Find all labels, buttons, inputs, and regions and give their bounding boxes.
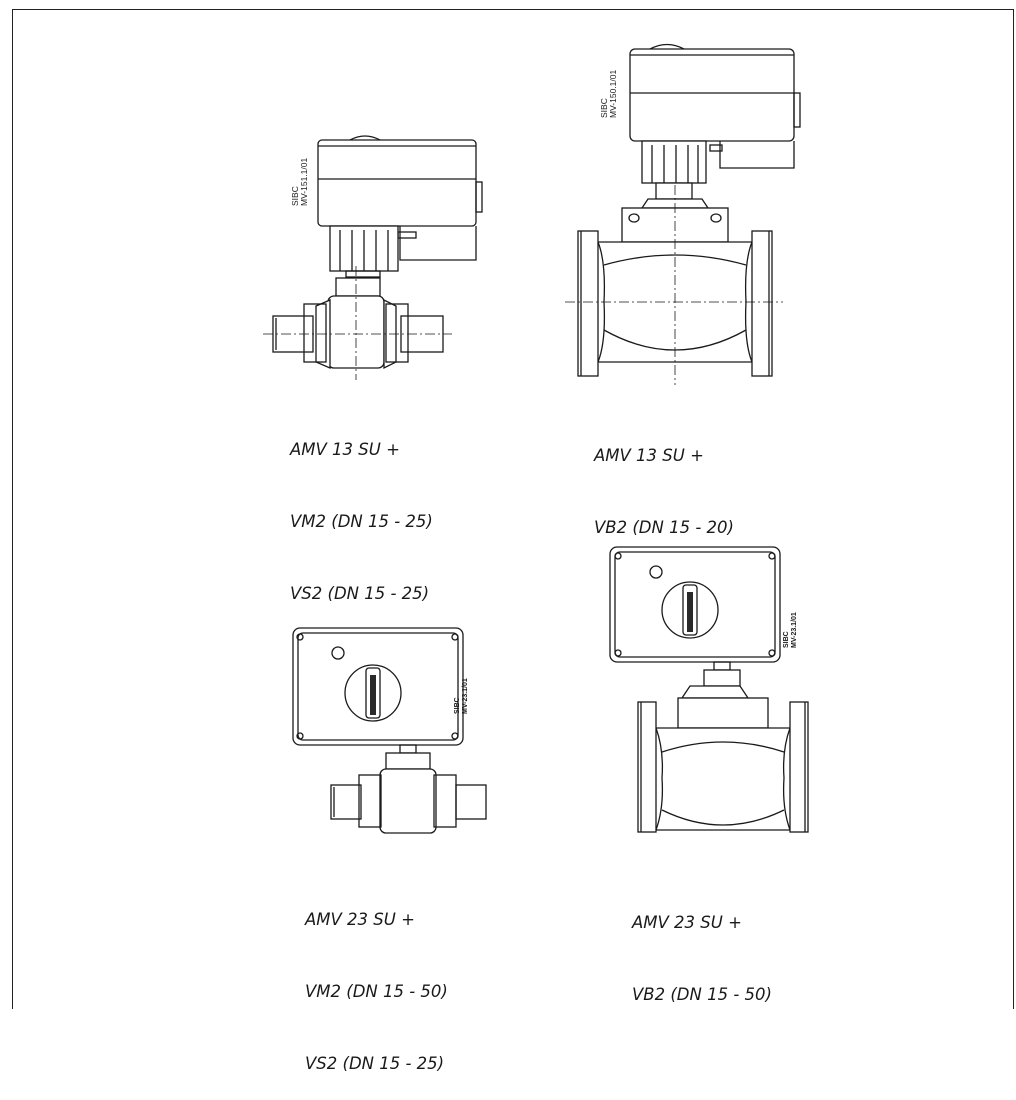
figure-amv13-vb2: SIBC MV-150.1/01 — [565, 43, 801, 385]
caption-amv13-vm2: AMV 13 SU + VM2 (DN 15 - 25) VS2 (DN 15 … — [290, 390, 433, 630]
figure-amv23-vb2: SIBC MV-23.1/01 — [609, 546, 809, 833]
drawing-frame — [12, 9, 1014, 1009]
technical-drawing: SIBC MV-151.1/01 — [263, 43, 809, 834]
caption-line: AMV 13 SU + — [290, 440, 400, 459]
figure1-stamp-line1: SIBC — [290, 186, 300, 206]
figure4-stamp-line2: MV-23.1/01 — [791, 612, 798, 648]
actuator-cap — [349, 135, 381, 141]
caption-line: VS2 (DN 15 - 25) — [290, 584, 430, 603]
actuator-body — [317, 139, 477, 227]
caption-line: VB2 (DN 15 - 20) — [594, 518, 734, 537]
led-indicator — [331, 646, 345, 660]
figure2-stamp-line1: SIBC — [599, 98, 609, 118]
figure2-stamp-line2: MV-150.1/01 — [608, 70, 618, 118]
figure-amv13-vm2: SIBC MV-151.1/01 — [263, 135, 483, 380]
actuator-body — [629, 48, 795, 142]
figure4-stamp-line1: SIBC — [783, 631, 790, 648]
caption-line: AMV 23 SU + — [632, 913, 742, 932]
caption-line: AMV 23 SU + — [305, 910, 415, 929]
actuator-cap — [649, 43, 685, 50]
figure3-stamp-line1: SIBC — [454, 697, 461, 714]
caption-amv23-vm2: AMV 23 SU + VM2 (DN 15 - 50) VS2 (DN 15 … — [305, 860, 448, 1100]
figure-amv23-vm2: SIBC MV-23.1/01 — [292, 627, 487, 834]
caption-line: AMV 13 SU + — [594, 446, 704, 465]
led-indicator — [649, 565, 663, 579]
figure1-stamp-line2: MV-151.1/01 — [299, 158, 309, 206]
caption-line: VM2 (DN 15 - 25) — [290, 512, 433, 531]
caption-amv23-vb2: AMV 23 SU + VB2 (DN 15 - 50) — [632, 863, 772, 1031]
caption-amv13-vb2: AMV 13 SU + VB2 (DN 15 - 20) — [594, 396, 734, 564]
caption-line: VB2 (DN 15 - 50) — [632, 985, 772, 1004]
caption-line: VS2 (DN 15 - 25) — [305, 1054, 445, 1073]
figure3-stamp-line2: MV-23.1/01 — [462, 678, 469, 714]
caption-line: VM2 (DN 15 - 50) — [305, 982, 448, 1001]
